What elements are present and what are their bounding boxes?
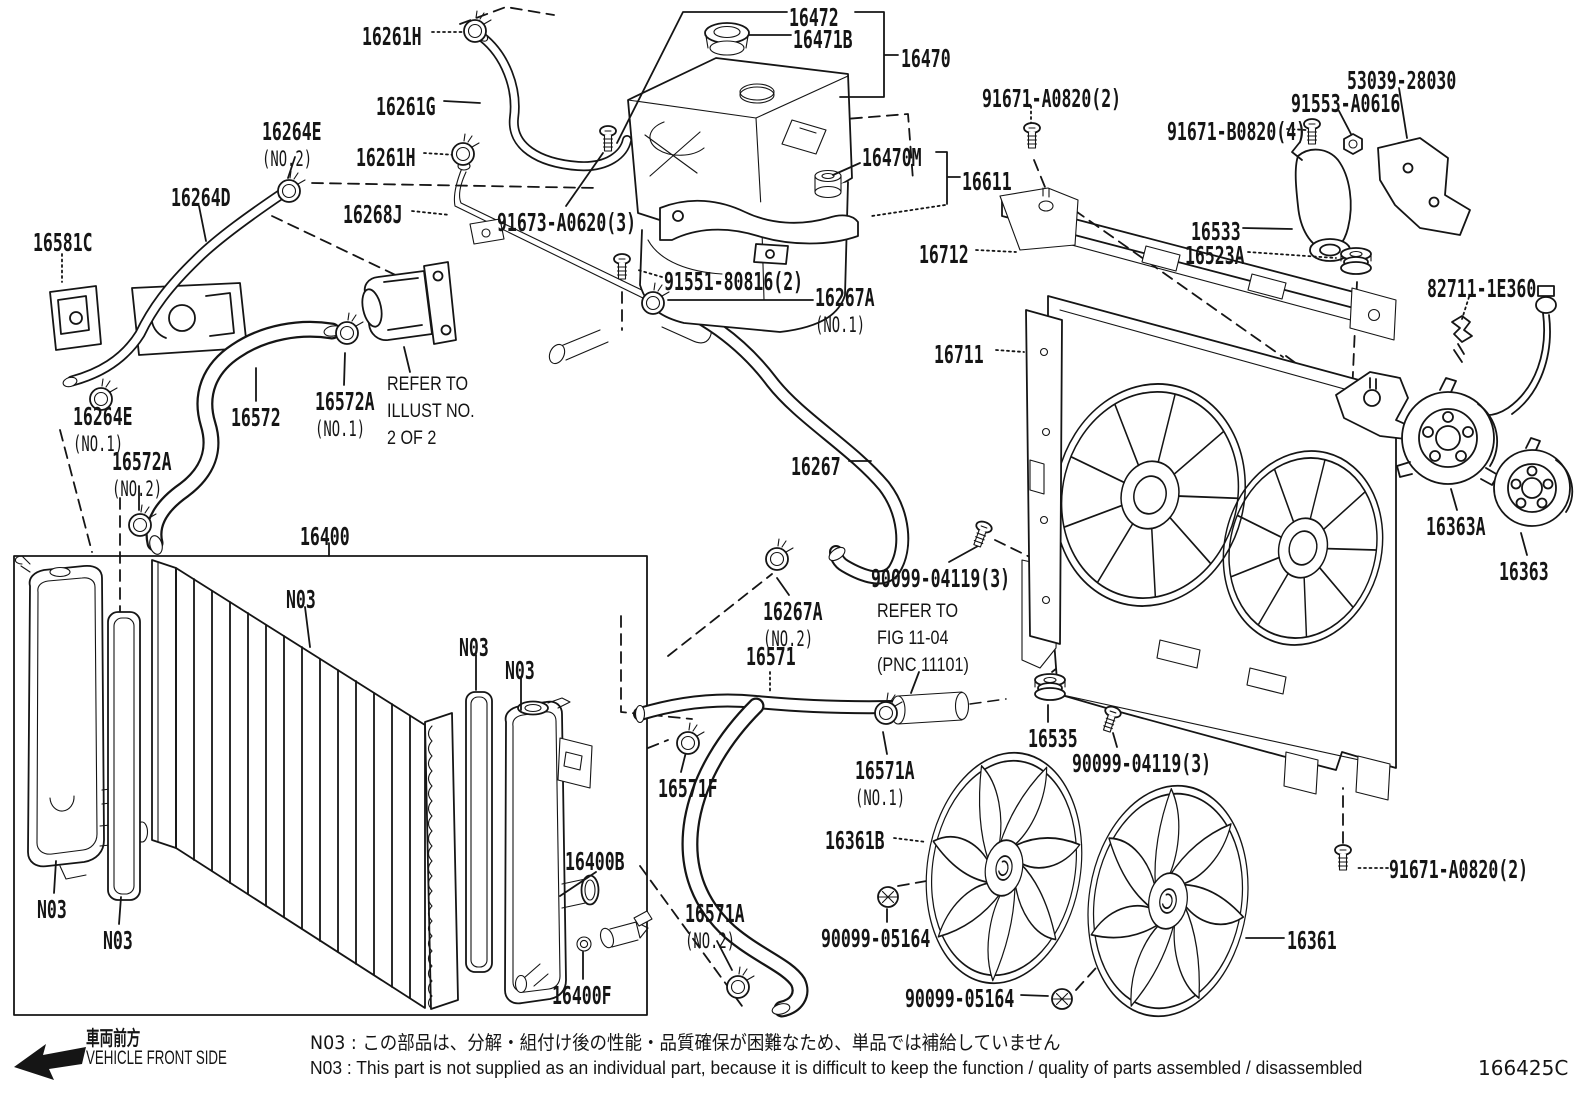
label-82711-1E360: 82711-1E360: [1427, 274, 1537, 303]
label-note-en: N03 : This part is not supplied as an in…: [310, 1058, 1363, 1078]
label-16571: 16571: [746, 642, 796, 671]
leader-lines: [53, 11, 1528, 997]
water-pipe-piece-drawing: [890, 691, 1007, 725]
label-16470: 16470: [901, 44, 951, 73]
label-16261H-2: 16261H: [356, 143, 416, 172]
label-16363A: 16363A: [1426, 512, 1486, 541]
label-16571F: 16571F: [658, 774, 718, 803]
label-16261H-1: 16261H: [362, 22, 422, 51]
oring-16400f-drawing: [576, 936, 592, 952]
label-N03-c: N03: [505, 656, 535, 685]
label-16400F: 16400F: [552, 981, 612, 1010]
label-16267A-no2: 16267A(NO.2): [763, 597, 823, 651]
label-16264E-no2: 16264E(NO.2): [262, 117, 322, 171]
label-N03-b: N03: [459, 633, 489, 662]
label-16535: 16535: [1028, 724, 1078, 753]
radiator-assembly-box: [13, 555, 648, 1016]
fan-shroud-drawing: [1021, 295, 1397, 801]
label-16712: 16712: [919, 240, 969, 269]
radiator-right-gasket-drawing: [465, 691, 493, 973]
hose-16572-drawing: [145, 320, 343, 555]
label-90099-05164-1: 90099-05164: [821, 924, 931, 953]
label-16572A-no2: 16572A(NO.2): [112, 447, 172, 501]
label-16361: 16361: [1287, 926, 1337, 955]
label-front-en: VEHICLE FRONT SIDE: [86, 1048, 227, 1069]
label-N03-d: N03: [37, 895, 67, 924]
shroud-plate-16711-drawing: [1025, 309, 1063, 645]
label-90099-04119-mid: 90099-04119(3): [871, 564, 1011, 593]
bracket-53039-drawing: [1377, 137, 1471, 236]
radiator-core-drawing: [151, 559, 459, 1010]
label-91551-80816: 91551-80816(2): [664, 267, 804, 296]
label-91671-A0820-top: 91671-A0820(2): [982, 84, 1122, 113]
label-front-jp: 車両前方: [86, 1026, 141, 1050]
label-16711: 16711: [934, 340, 984, 369]
front-side-arrow: [14, 1044, 86, 1080]
hose-16571-drawing: [633, 693, 900, 1018]
wire-82711-drawing: [1451, 285, 1557, 417]
reservoir-cap-16471b-drawing: [704, 22, 750, 56]
label-N03-a: N03: [286, 585, 316, 614]
label-N03-e: N03: [103, 926, 133, 955]
label-16470M: 16470M: [862, 143, 922, 172]
radiator-left-tank-drawing: [14, 555, 149, 880]
label-16361B: 16361B: [825, 826, 885, 855]
label-16471B: 16471B: [793, 25, 853, 54]
fan-motor-16363-drawing: [1493, 437, 1574, 527]
label-16533: 16533: [1191, 217, 1241, 246]
label-16400B: 16400B: [565, 847, 625, 876]
reservoir-bracket-16611-drawing: [659, 199, 859, 265]
radiator-right-tank-drawing: [504, 697, 600, 1005]
bracket-16533-drawing: [1291, 141, 1352, 262]
label-note-jp: N03 : この部品は、分解・組付け後の性能・品質確保が困難なため、単品では補給…: [310, 1032, 1061, 1054]
label-91671-B0820: 91671-B0820(4): [1167, 117, 1307, 146]
radiator-left-gasket-drawing: [107, 611, 141, 901]
label-16264D: 16264D: [171, 183, 231, 212]
grommet-16470m-drawing: [814, 169, 842, 199]
label-16472: 16472: [789, 3, 839, 32]
label-91673-A0620: 91673-A0620(3): [497, 208, 637, 237]
label-16572A-no1: 16572A(NO.1): [315, 387, 375, 441]
label-16572: 16572: [231, 403, 281, 432]
label-16363: 16363: [1499, 557, 1549, 586]
fan-motor-16363a-drawing: [1396, 377, 1499, 486]
label-16267A-no1: 16267A(NO.1): [815, 283, 875, 337]
label-90099-04119-bot: 90099-04119(3): [1072, 749, 1212, 778]
label-91553-A0616: 91553-A0616: [1291, 89, 1401, 118]
label-16261G: 16261G: [376, 92, 436, 121]
label-16611: 16611: [962, 167, 1012, 196]
label-91671-A0820-bot: 91671-A0820(2): [1389, 855, 1529, 884]
thermostat-housing-drawing: [361, 261, 457, 345]
label-16400: 16400: [300, 522, 350, 551]
label-90099-05164-2: 90099-05164: [905, 984, 1015, 1013]
label-16523A: 16523A: [1185, 241, 1245, 270]
label-16571A-no2: 16571A(NO.2): [685, 899, 745, 953]
label-16581C: 16581C: [33, 228, 93, 257]
dotted-leader-lines: [61, 31, 1470, 869]
fan-blade-16361-drawing: [1087, 784, 1249, 1018]
fan-blade-16361b-drawing: [925, 751, 1083, 985]
label-16571A-no1: 16571A(NO.1): [855, 756, 915, 810]
motor-bracket-drawing: [1335, 371, 1415, 441]
label-figcode: 166425C: [1478, 1056, 1569, 1080]
label-16264E-no1: 16264E(NO.1): [73, 402, 133, 456]
upper-support-16712-drawing: [999, 187, 1397, 341]
label-16268J: 16268J: [343, 200, 403, 229]
label-16267: 16267: [791, 452, 841, 481]
drain-cock-16400b-drawing: [599, 910, 653, 949]
label-53039-28030: 53039-28030: [1347, 66, 1457, 95]
